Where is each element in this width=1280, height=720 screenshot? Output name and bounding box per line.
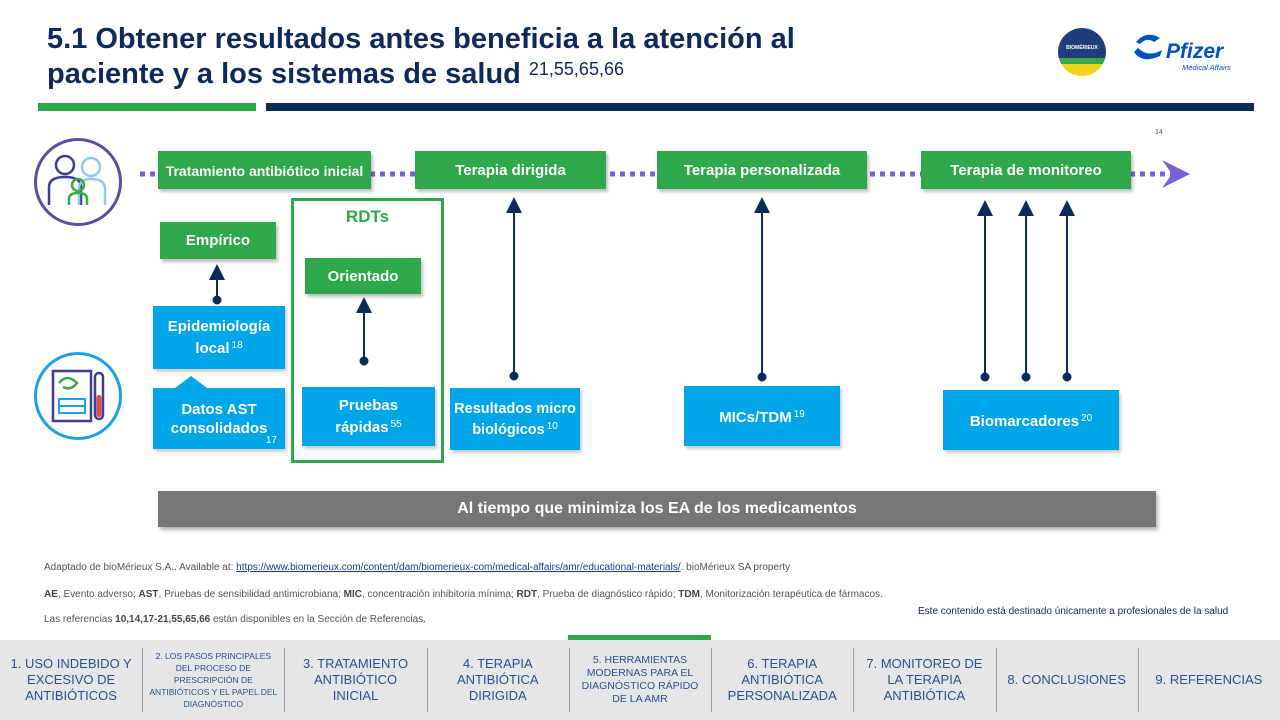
title-references: 21,55,65,66	[528, 59, 624, 79]
abbrev-def: , Evento adverso;	[57, 589, 139, 600]
nav-item-referencias[interactable]: 9. REFERENCIAS	[1137, 640, 1280, 720]
ast-data-ref: 17	[265, 434, 277, 446]
stage-initial-treatment: Tratamiento antibiótico inicial	[158, 151, 371, 189]
empirical-box: Empírico	[160, 222, 276, 259]
slide-number: 14	[1155, 129, 1163, 136]
pfizer-logo: Pfizer Medical Affairs	[1132, 28, 1244, 74]
connector-dot	[757, 372, 767, 382]
source-footnote: Adaptado de bioMérieux S.A.. Available a…	[44, 562, 790, 573]
abbrev-def: , Pruebas de sensibilidad antimicrobiana…	[158, 589, 344, 600]
abbrev-term: AE	[44, 589, 58, 600]
stage-monitoring-therapy: Terapia de monitoreo	[921, 151, 1131, 189]
pfizer-logo-text: Pfizer	[1166, 40, 1225, 63]
mics-ref: 19	[793, 409, 805, 420]
source-prefix: Adaptado de bioMérieux S.A.. Available a…	[44, 562, 237, 573]
biomarkers-label: Biomarcadores	[969, 413, 1080, 430]
rdt-label: RDTs	[345, 207, 390, 226]
nav-item-conclusiones[interactable]: 8. CONCLUSIONES	[995, 640, 1138, 720]
micro-results-ref: 10	[546, 420, 558, 432]
nav-item-tratamiento-inicial[interactable]: 3. TRATAMIENTO ANTIBIÓTICO INICIAL	[284, 640, 426, 720]
section-nav: 1. USO INDEBIDO Y EXCESIVO DE ANTIBIÓTIC…	[0, 640, 1280, 720]
abbrev-def: , Prueba de diagnóstico rápido;	[537, 589, 679, 600]
abbrev-def: , Monitorización terapéutica de fármacos…	[699, 589, 883, 600]
adverse-effects-band: Al tiempo que minimiza los EA de los med…	[158, 491, 1156, 527]
refs-prefix: Las referencias	[44, 614, 116, 625]
nav-item-monitoreo[interactable]: 7. MONITOREO DE LA TERAPIA ANTIBIÓTICA	[853, 640, 995, 720]
page-title: 5.1 Obtener resultados antes beneficia a…	[47, 22, 917, 95]
epidemiology-ref: 18	[231, 340, 243, 351]
abbrev-term: RDT	[516, 589, 538, 600]
refs-numbers: 10,14,17-21,55,65,66	[115, 614, 211, 625]
abbrev-term: MIC	[343, 589, 362, 600]
nav-item-uso-indebido[interactable]: 1. USO INDEBIDO Y EXCESIVO DE ANTIBIÓTIC…	[10, 656, 132, 703]
biomerieux-logo-text: BIOMÉRIEUX	[1066, 43, 1098, 51]
connector-dot	[1062, 372, 1072, 382]
mics-label: MICs/TDM	[719, 409, 792, 426]
micro-results-label: Resultados microbiológicos	[454, 400, 576, 438]
references-footnote: Las referencias 10,14,17-21,55,65,66 est…	[44, 614, 426, 625]
stage-personalized-therapy: Terapia personalizada	[657, 151, 867, 189]
title-underline-navy	[266, 103, 1254, 111]
audience-disclaimer: Este contenido está destinado únicamente…	[918, 606, 1229, 617]
source-link[interactable]: https://www.biomerieux.com/content/dam/b…	[236, 562, 681, 573]
rapid-tests-label: Pruebas rápidas	[335, 397, 399, 436]
connector-dot	[980, 372, 990, 382]
nav-item-pasos-principales[interactable]: 2. LOS PASOS PRINCIPALES DEL PROCESO DE …	[142, 640, 284, 720]
source-suffix: . bioMérieux SA property	[680, 562, 791, 573]
connector-dot	[1021, 372, 1031, 382]
title-text: 5.1 Obtener resultados antes beneficia a…	[47, 23, 795, 90]
lab-report-icon	[34, 352, 122, 440]
abbrev-def: , concentración inhibitoria mínima;	[361, 589, 517, 600]
nav-item-herramientas-modernas[interactable]: 5. HERRAMIENTAS MODERNAS PARA EL DIAGNÓS…	[568, 640, 711, 720]
rapid-tests-ref: 55	[390, 419, 402, 430]
nav-item-terapia-dirigida[interactable]: 4. TERAPIA ANTIBIÓTICA DIRIGIDA	[426, 640, 569, 720]
nav-active-indicator	[568, 635, 711, 643]
epidemiology-pointer	[175, 376, 207, 388]
connector-dot	[359, 356, 369, 366]
nav-item-terapia-personalizada[interactable]: 6. TERAPIA ANTIBIÓTICA PERSONALIZADA	[711, 640, 853, 720]
stage-directed-therapy: Terapia dirigida	[415, 151, 606, 189]
title-underline-green	[38, 103, 256, 111]
ast-data-label: Datos AST consolidados	[170, 400, 268, 437]
abbrev-term: AST	[138, 589, 159, 600]
pfizer-logo-subtext: Medical Affairs	[1182, 63, 1231, 72]
biomarkers-ref: 20	[1081, 413, 1093, 424]
abbrev-term: TDM	[678, 589, 700, 600]
rdt-frame	[291, 198, 444, 463]
timeline-arrowhead	[1162, 160, 1190, 188]
abbreviations-footnote: AE, Evento adverso; AST, Pruebas de sens…	[44, 589, 883, 600]
refs-suffix: están disponibles en la Sección de Refer…	[210, 614, 426, 625]
patients-icon	[34, 138, 122, 226]
connector-dot	[212, 295, 222, 305]
epidemiology-label: Epidemiología local	[167, 318, 271, 357]
connector-dot	[509, 371, 519, 381]
oriented-box: Orientado	[305, 258, 421, 294]
